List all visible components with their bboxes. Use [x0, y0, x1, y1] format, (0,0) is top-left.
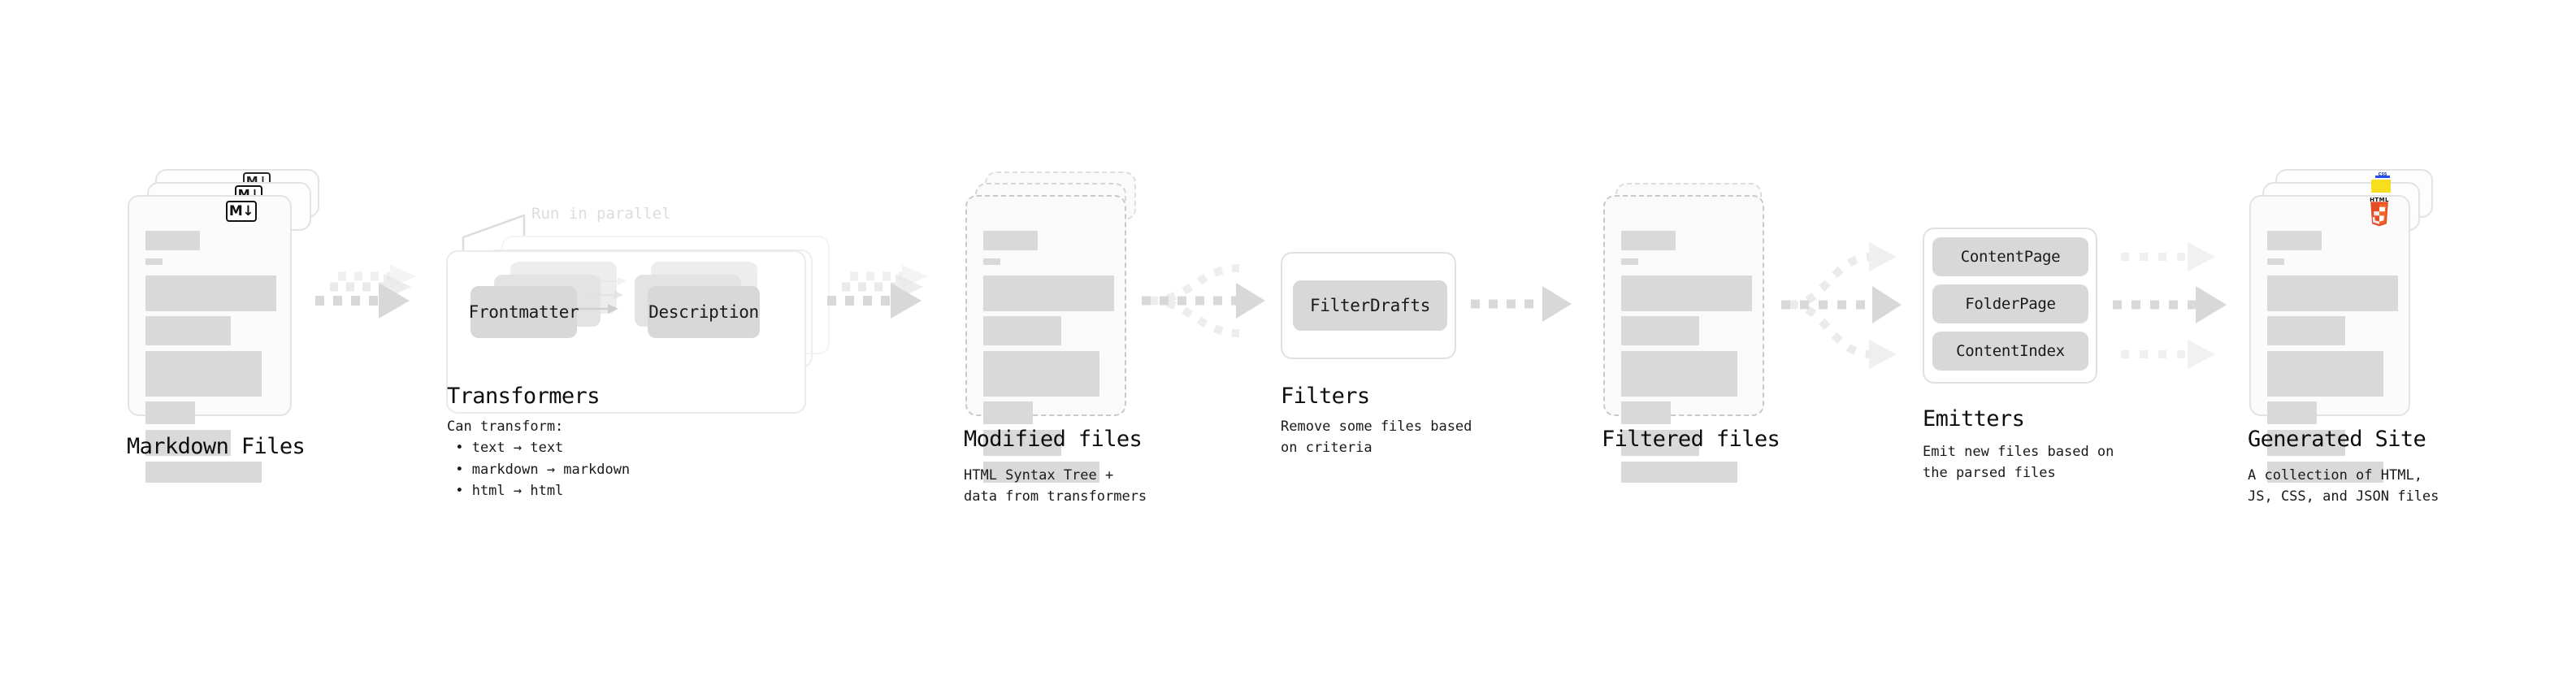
- content-bar: [1621, 275, 1752, 311]
- html5-icon: HTML: [2367, 197, 2392, 231]
- content-bar: [2267, 231, 2322, 250]
- content-bar: [145, 275, 276, 311]
- emitter-chip-contentpage[interactable]: ContentPage: [1932, 237, 2088, 276]
- emitters-title: Emitters: [1923, 406, 2025, 432]
- content-bar: [1621, 351, 1737, 397]
- html5-icon-shield: [2370, 202, 2388, 227]
- content-bar: [983, 430, 1061, 456]
- content-bar: [2267, 316, 2345, 345]
- content-bar: [983, 258, 1000, 265]
- content-bar: [2267, 462, 2383, 483]
- markdown-file-card-front: [128, 195, 292, 483]
- content-bar: [983, 401, 1033, 424]
- html5-icon-wordmark: HTML: [2370, 197, 2389, 203]
- emitter-chip-contentindex[interactable]: ContentIndex: [1932, 332, 2088, 371]
- content-bar: [983, 462, 1099, 483]
- css-icon-label: CSS: [2378, 172, 2387, 177]
- css-icon: CSS: [2375, 170, 2390, 178]
- transformer-chip-frontmatter[interactable]: Frontmatter: [469, 286, 579, 338]
- content-bar: [145, 462, 262, 483]
- content-bar: [2267, 351, 2383, 397]
- content-bar: [145, 231, 200, 250]
- content-bar: [145, 430, 231, 456]
- modified-files-title: Modified files: [964, 427, 1143, 452]
- css-icon-bar: [2375, 176, 2390, 178]
- transformer-chip-description[interactable]: Description: [648, 286, 760, 338]
- modified-file-card-front: [965, 195, 1126, 483]
- content-bar: [1621, 401, 1671, 424]
- content-bar: [145, 258, 163, 265]
- content-bar: [2267, 275, 2398, 311]
- content-bar: [2267, 401, 2317, 424]
- arrow-markdown-to-transformers: [315, 265, 416, 319]
- markdown-icon-letter: M: [228, 202, 243, 219]
- content-bar: [983, 316, 1061, 345]
- content-bar: [1621, 462, 1737, 483]
- markdown-icon-front: M↓: [226, 201, 257, 222]
- filtered-file-card-front: [1603, 195, 1764, 483]
- transformer-inner-arrows: [573, 277, 627, 314]
- transformers-subtitle: Can transform: • text → text • markdown …: [447, 419, 631, 500]
- content-bar: [145, 316, 231, 345]
- content-bar: [2267, 430, 2345, 456]
- run-in-parallel-bracket: [462, 214, 526, 258]
- filters-subtitle: Remove some files based on criteria: [1281, 419, 1472, 457]
- arrow-transformers-to-modified: [827, 265, 928, 319]
- markdown-files-title: Markdown Files: [127, 434, 306, 459]
- generated-site-subtitle: A collection of HTML, JS, CSS, and JSON …: [2248, 467, 2439, 505]
- generated-site-title: Generated Site: [2248, 427, 2426, 452]
- content-bar: [1621, 231, 1676, 250]
- content-bar: [2267, 258, 2284, 265]
- filters-title: Filters: [1281, 384, 1370, 409]
- modified-files-subtitle: HTML Syntax Tree + data from transformer…: [964, 467, 1147, 505]
- filter-chip-filterdrafts[interactable]: FilterDrafts: [1293, 280, 1447, 331]
- js-icon: [2371, 180, 2391, 193]
- arrow-modified-to-filters: [1142, 264, 1265, 337]
- markdown-icon-arrow: ↓: [242, 202, 254, 219]
- content-bar: [1621, 430, 1699, 456]
- arrow-filters-to-filtered: [1471, 286, 1572, 322]
- content-bar: [1621, 316, 1699, 345]
- site-file-card-html: [2249, 195, 2410, 483]
- transformers-title: Transformers: [447, 384, 600, 409]
- content-bar: [983, 351, 1099, 397]
- content-bar: [145, 401, 195, 424]
- arrow-emitters-to-site: [2113, 242, 2227, 369]
- arrow-filtered-to-emitters: [1781, 242, 1902, 369]
- emitter-chip-folderpage[interactable]: FolderPage: [1932, 284, 2088, 323]
- run-in-parallel-label: Run in parallel: [531, 205, 671, 223]
- filtered-files-title: Filtered files: [1602, 427, 1780, 452]
- emitters-subtitle: Emit new files based on the parsed files: [1923, 444, 2114, 482]
- content-bar: [983, 275, 1114, 311]
- content-bar: [145, 351, 262, 397]
- content-bar: [1621, 258, 1638, 265]
- content-bar: [983, 231, 1038, 250]
